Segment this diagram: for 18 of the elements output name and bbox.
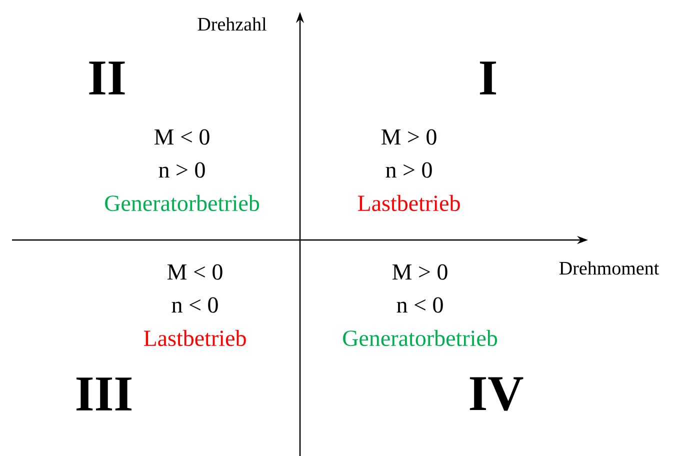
axis-label: Drehzahl [198,17,266,31]
mode-label: Generatorbetrieb [105,194,260,212]
condition-label: n > 0 [386,162,432,178]
condition-label: M > 0 [381,129,436,145]
quadrant-number: II [89,62,125,94]
condition-label: M > 0 [392,264,448,280]
mode-label: Generatorbetrieb [343,330,498,346]
axis-label: Drehmoment [559,261,660,275]
condition-label: M < 0 [154,129,210,145]
mode-label: Lastbetrieb [144,330,246,346]
mode-label: Lastbetrieb [358,194,460,212]
quadrant-number: I [480,62,496,94]
condition-label: n < 0 [172,297,218,313]
condition-label: n < 0 [396,297,443,313]
quadrant-number: III [76,378,132,410]
quadrant-number: IV [470,377,524,411]
condition-label: M < 0 [167,264,222,280]
condition-label: n > 0 [158,162,205,178]
